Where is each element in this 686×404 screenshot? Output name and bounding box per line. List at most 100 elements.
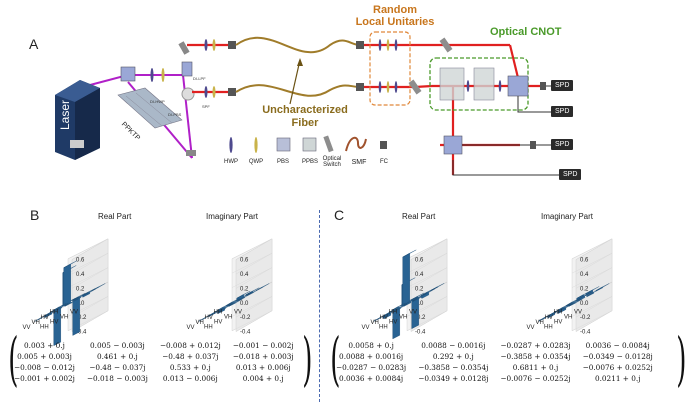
chart-bar <box>218 303 233 312</box>
row-category-label: VV <box>527 325 535 331</box>
z-tick-label: -0.2 <box>240 315 251 321</box>
mirror-top <box>178 41 190 55</box>
chart-bar <box>34 313 49 322</box>
matrix-c-cell: −0.0076 + 0.0252j <box>582 363 653 372</box>
z-tick-label: -0.2 <box>76 315 87 321</box>
signal-beams-source <box>187 43 232 94</box>
matrix-c-row: 0.0088 + 0.0016j 0.292 + 0.j −0.3858 + 0… <box>330 351 659 362</box>
label-di-hwp: DI-HWP <box>150 99 165 104</box>
fc-icon <box>380 141 387 149</box>
density-matrix-b: 0.003 + 0.j 0.005 − 0.003j −0.008 + 0.01… <box>8 340 300 384</box>
matrix-c-cell: 0.292 + 0.j <box>432 352 474 361</box>
optical-setup-diagram <box>55 31 560 176</box>
cnot-ppbs <box>439 67 502 101</box>
chart-bar <box>228 298 243 307</box>
matrix-b-cell: −0.48 − 0.037j <box>89 363 146 372</box>
matrix-b-right-paren: ) <box>302 325 313 393</box>
matrix-b-cell: −0.001 − 0.002j <box>232 341 294 350</box>
chart-bar <box>216 303 231 312</box>
col-category-label: HH <box>544 324 553 330</box>
legend-qwp: QWP <box>248 159 264 165</box>
dichroic <box>181 87 195 101</box>
z-tick-label: 0.4 <box>76 272 85 278</box>
matrix-b-cell: 0.533 + 0.j <box>169 363 211 372</box>
hwp-icon <box>229 137 233 153</box>
legend-fc: FC <box>380 159 388 165</box>
label-spf: SPF <box>202 104 210 109</box>
matrix-b-cell: 0.013 − 0.006j <box>162 374 218 383</box>
z-tick-label: 0.6 <box>580 258 589 264</box>
chart-bar <box>412 293 427 302</box>
chart-gridline <box>571 253 613 275</box>
row-category-label: HV <box>205 315 213 321</box>
col-category-label: VH <box>60 314 68 320</box>
matrix-c-cell: −0.0349 − 0.0128j <box>582 352 653 361</box>
chart-gridline <box>571 296 613 318</box>
z-tick-label: 0.2 <box>580 286 589 292</box>
chart-bar <box>91 283 106 291</box>
matrix-b-cell: −0.008 − 0.012j <box>14 363 75 372</box>
matrix-c-cell: −0.0349 + 0.0128j <box>418 374 489 383</box>
chart-bar <box>538 313 553 322</box>
legend-pbs: PBS <box>276 159 289 165</box>
source-pbs <box>120 66 136 82</box>
chart-c-imag-title: Imaginary Part <box>541 212 594 221</box>
matrix-c-cell: −0.0287 + 0.0283j <box>500 341 571 350</box>
matrix-b-cell: −0.001 + 0.002j <box>14 374 75 383</box>
row-category-label: HH <box>50 310 59 316</box>
chart-gridline <box>406 253 448 275</box>
z-tick-label: -0.2 <box>415 315 426 321</box>
matrix-c-cell: 0.0036 + 0.0084j <box>339 374 404 383</box>
chart-gridline <box>231 296 273 318</box>
matrix-b-row: −0.008 − 0.012j −0.48 − 0.037j 0.533 + 0… <box>8 362 300 373</box>
source-lens <box>161 68 165 82</box>
spd-1: SPD <box>551 80 574 91</box>
chart-gridline <box>571 310 613 332</box>
matrix-c-cell: 0.0088 + 0.0016j <box>339 352 404 361</box>
output-pbs-bottom <box>443 135 463 155</box>
matrix-c-cell: 0.0088 − 0.0016j <box>421 341 486 350</box>
chart-bar <box>71 293 86 301</box>
chart-gridline <box>67 253 109 275</box>
label-di-pbs: DI-PBS <box>168 112 182 117</box>
col-category-label: HV <box>214 319 222 325</box>
matrix-b-cell: 0.003 + 0.j <box>24 341 65 350</box>
col-category-label: VV <box>409 309 417 315</box>
matrix-b-row: 0.005 + 0.003j 0.461 + 0.j −0.48 + 0.037… <box>8 351 300 362</box>
col-category-label: HV <box>554 319 562 325</box>
z-tick-label: 0.4 <box>415 272 424 278</box>
panel-label-b: B <box>30 207 40 223</box>
chart-bar <box>373 313 388 322</box>
chart-bar <box>568 298 583 307</box>
chart-bar <box>393 303 408 313</box>
fiber-arrow-head <box>297 58 303 66</box>
fibers <box>235 36 361 97</box>
spd-3: SPD <box>551 139 574 150</box>
chart-bar <box>44 308 59 318</box>
chart-bar <box>63 260 78 307</box>
row-category-label: VV <box>362 325 370 331</box>
legend-optical-switch: Optical Switch <box>322 156 342 168</box>
row-category-label: VH <box>196 320 204 326</box>
source-pbs-2 <box>181 61 193 77</box>
chart-bar <box>548 308 563 317</box>
matrix-b-row: −0.001 + 0.002j −0.018 − 0.003j 0.013 − … <box>8 373 300 384</box>
z-tick-label: -0.4 <box>76 330 87 336</box>
z-tick-label: 0.0 <box>240 301 249 307</box>
chart-bar <box>392 303 407 340</box>
laser-box <box>55 80 100 160</box>
chart-gridline <box>67 267 109 289</box>
chart-bar <box>198 313 213 322</box>
optical-switch-top <box>439 37 453 53</box>
row-category-label: HV <box>545 315 553 321</box>
col-category-label: HH <box>379 324 388 330</box>
chart-gridline <box>231 238 273 260</box>
row-category-label: VH <box>371 320 379 326</box>
qwp-icon <box>254 137 258 153</box>
chart-bar <box>82 288 97 298</box>
panel-divider <box>319 210 320 402</box>
z-tick-label: 0.0 <box>415 301 424 307</box>
col-category-label: VV <box>234 309 242 315</box>
